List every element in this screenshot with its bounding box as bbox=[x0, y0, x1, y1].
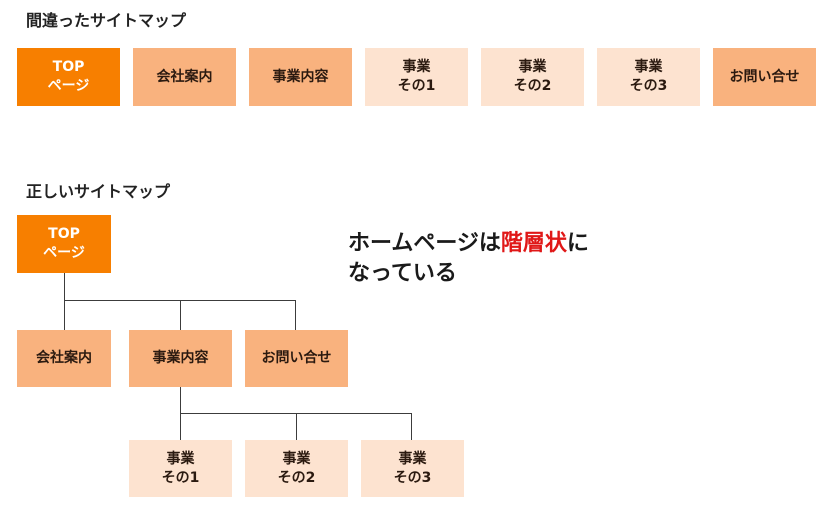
node-label: 会社案内 bbox=[36, 350, 92, 366]
correct-top-page-node: TOP ページ bbox=[17, 215, 111, 273]
wrong-company-node: 会社案内 bbox=[133, 48, 236, 106]
callout-text: ホームページは bbox=[348, 231, 501, 256]
callout-text: に bbox=[566, 231, 589, 256]
wrong-business-1-node: 事業 その1 bbox=[365, 48, 468, 106]
node-label-line1: 事業 bbox=[282, 450, 311, 467]
correct-business-1-node: 事業 その1 bbox=[129, 440, 232, 497]
node-label-line2: ページ bbox=[43, 245, 85, 261]
wrong-top-page-node: TOP ページ bbox=[17, 48, 120, 106]
connector-line bbox=[64, 273, 65, 330]
node-label-line1: 事業 bbox=[166, 450, 195, 467]
wrong-business-3-node: 事業 その3 bbox=[597, 48, 700, 106]
correct-business-node: 事業内容 bbox=[129, 330, 232, 387]
connector-line bbox=[180, 300, 181, 330]
node-label-line2: その3 bbox=[629, 78, 668, 94]
wrong-sitemap-heading: 間違ったサイトマップ bbox=[26, 11, 187, 30]
node-label-line1: TOP bbox=[48, 226, 80, 242]
correct-business-3-node: 事業 その3 bbox=[361, 440, 464, 497]
wrong-business-2-node: 事業 その2 bbox=[481, 48, 584, 106]
node-label-line1: 事業 bbox=[518, 59, 547, 75]
node-label-line2: その1 bbox=[397, 78, 436, 94]
connector-line bbox=[295, 300, 296, 330]
node-label-line1: 事業 bbox=[402, 59, 431, 75]
node-label-line1: 事業 bbox=[398, 450, 427, 467]
wrong-business-node: 事業内容 bbox=[249, 48, 352, 106]
node-label: 事業内容 bbox=[152, 350, 209, 366]
correct-company-node: 会社案内 bbox=[17, 330, 111, 387]
node-label: 事業内容 bbox=[272, 68, 329, 85]
node-label-line2: その2 bbox=[277, 469, 316, 486]
node-label-line2: その2 bbox=[513, 78, 552, 94]
hierarchy-callout: ホームページは階層状に なっている bbox=[348, 229, 589, 289]
connector-line bbox=[296, 413, 297, 440]
node-label-line1: 事業 bbox=[634, 59, 663, 75]
connector-line bbox=[411, 413, 412, 440]
node-label-line2: その1 bbox=[161, 469, 200, 486]
node-label-line2: その3 bbox=[393, 469, 432, 486]
node-label: 会社案内 bbox=[156, 68, 213, 85]
node-label: お問い合せ bbox=[729, 68, 800, 85]
callout-highlight: 階層状 bbox=[500, 231, 567, 256]
node-label-line2: ページ bbox=[47, 78, 90, 94]
node-label: お問い合せ bbox=[261, 350, 332, 366]
callout-line2: なっている bbox=[348, 261, 457, 286]
correct-business-2-node: 事業 その2 bbox=[245, 440, 348, 497]
correct-contact-node: お問い合せ bbox=[245, 330, 348, 387]
correct-sitemap-heading: 正しいサイトマップ bbox=[26, 182, 171, 201]
wrong-contact-node: お問い合せ bbox=[713, 48, 816, 106]
callout-line1: ホームページは階層状に bbox=[348, 229, 589, 259]
node-label-line1: TOP bbox=[52, 59, 85, 75]
